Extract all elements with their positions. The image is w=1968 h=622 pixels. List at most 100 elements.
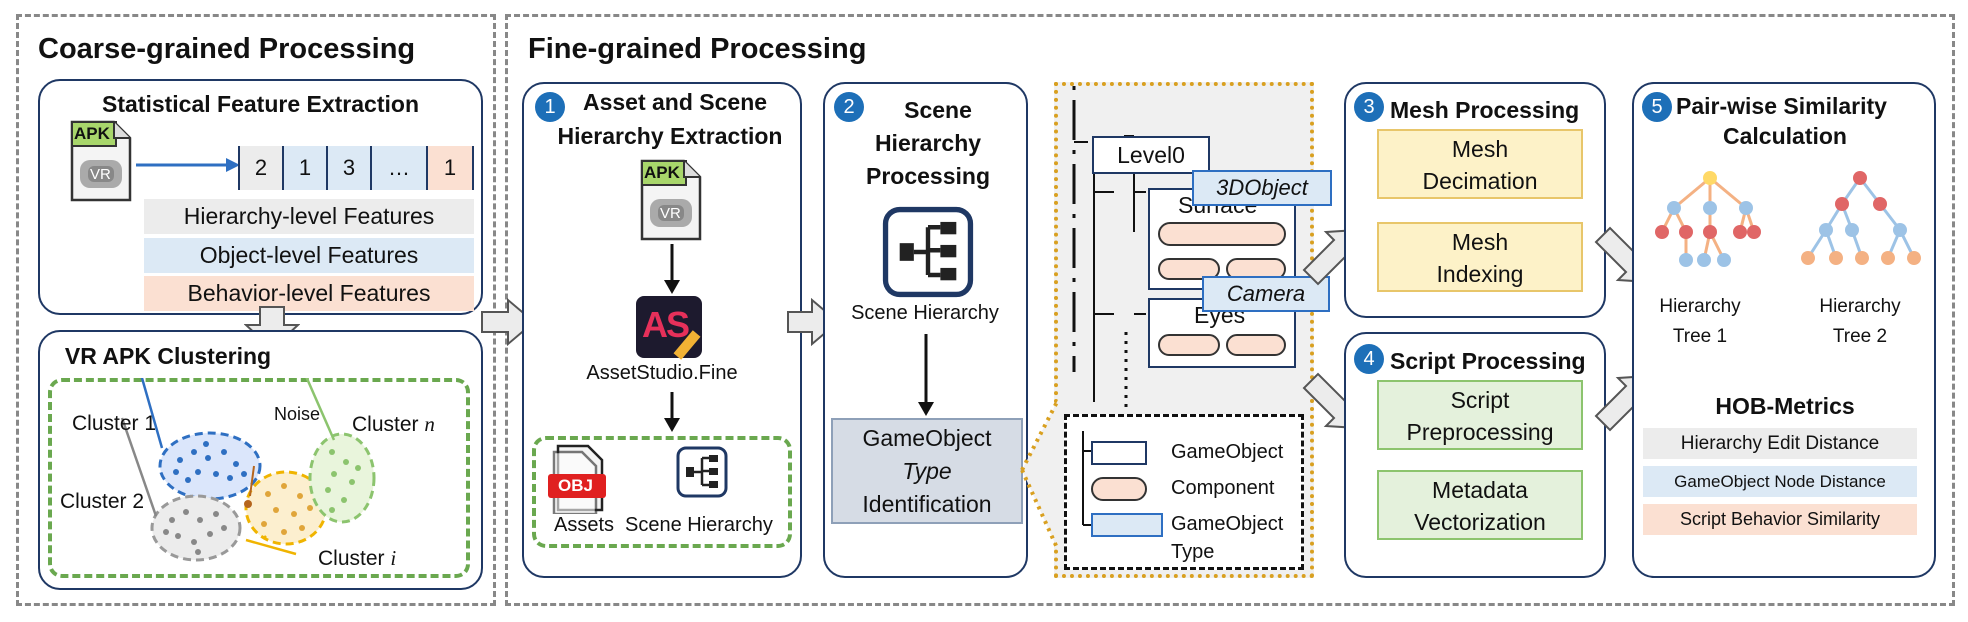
fine-frame	[505, 14, 1955, 606]
component-pill	[1158, 334, 1220, 356]
fine-title: Fine-grained Processing	[528, 33, 867, 65]
assetstudio-label: AssetStudio.Fine	[586, 362, 738, 384]
cluster-2-label: Cluster 2	[60, 490, 145, 513]
legend-gameobject-swatch	[1091, 441, 1147, 465]
clustering-title: VR APK Clustering	[64, 343, 272, 369]
coarse-title: Coarse-grained Processing	[38, 33, 416, 65]
arrow-down-icon	[918, 334, 934, 416]
noise-label: Noise	[274, 404, 321, 424]
step-3-badge: 3	[1354, 92, 1384, 122]
asset-title-line2: Hierarchy Extraction	[557, 123, 783, 149]
mesh-decimation-line2: Decimation	[1422, 168, 1538, 194]
cluster-plot	[120, 378, 376, 562]
legend-type-swatch	[1091, 513, 1163, 537]
cluster-n-var: n	[424, 412, 435, 436]
step-2-badge: 2	[834, 92, 864, 122]
vr-label: VR	[660, 205, 681, 222]
hierarchy-tree-1-icon	[1655, 171, 1761, 267]
tag-camera: Camera	[1202, 276, 1330, 312]
script-title: Script Processing	[1390, 348, 1586, 374]
scene-hierarchy-icon	[882, 206, 974, 298]
apk-vr-icon: APK VR	[638, 157, 704, 243]
scene-title-line2: Hierarchy	[874, 130, 982, 156]
mesh-title: Mesh Processing	[1390, 97, 1580, 123]
hierarchy-feature: Hierarchy-level Features	[144, 199, 474, 234]
asset-title-line1: Asset and Scene	[582, 89, 768, 115]
tree-1-line2: Tree 1	[1672, 326, 1728, 347]
legend-tree-lines	[1082, 431, 1091, 526]
type-id-line2: Type	[902, 458, 952, 484]
extraction-output-area	[532, 436, 792, 548]
mesh-indexing-box: Mesh Indexing	[1377, 222, 1583, 292]
tag-3dobject: 3DObject	[1192, 170, 1332, 206]
type-id-line3: Identification	[862, 491, 992, 517]
tag-camera-label: Camera	[1226, 281, 1306, 306]
assetstudio-logo-icon: AS	[636, 296, 702, 360]
mesh-indexing-line1: Mesh	[1451, 229, 1509, 255]
scene-title-line3: Processing	[866, 163, 990, 189]
level0-label: Level0	[1117, 142, 1185, 168]
cluster-i-label: Cluster i	[318, 546, 396, 571]
similarity-title-line2: Calculation	[1723, 123, 1847, 149]
cluster-area	[48, 378, 470, 578]
arrow-down-icon	[664, 244, 680, 294]
hob-metrics-title: HOB-Metrics	[1715, 393, 1855, 419]
tree-2-line2: Tree 2	[1832, 326, 1888, 347]
scene-hierarchy-icon	[676, 446, 728, 498]
legend-box: GameObject Component GameObject Type	[1064, 414, 1304, 570]
behavior-feature: Behavior-level Features	[144, 276, 474, 311]
mesh-indexing-line2: Indexing	[1436, 261, 1524, 287]
legend-type-line1: GameObject	[1171, 513, 1284, 535]
legend-gameobject-label: GameObject	[1171, 441, 1284, 463]
type-id-line1: GameObject	[862, 425, 992, 451]
scene-title-line1: Scene	[904, 97, 972, 123]
scene-hierarchy-label: Scene Hierarchy	[851, 302, 999, 324]
hierarchy-tree-2-icon	[1801, 171, 1921, 265]
coarse-to-fine-arrow-icon	[481, 298, 536, 346]
tree-2-line1: Hierarchy	[1819, 296, 1901, 317]
apk-label: APK	[644, 163, 680, 182]
mesh-decimation-line1: Mesh	[1451, 136, 1509, 162]
component-pill	[1226, 334, 1286, 356]
legend-type-line2: Type	[1171, 541, 1215, 563]
assets-label: Assets	[554, 514, 615, 536]
apk-label: APK	[74, 124, 110, 143]
stat-feature-title: Statistical Feature Extraction	[102, 91, 419, 117]
apk-vr-icon: APK VR	[68, 118, 134, 204]
coarse-frame	[16, 14, 496, 606]
arrow-down-icon	[664, 392, 680, 432]
obj-file-icon: OBJ	[548, 444, 612, 516]
script-preprocessing-box: Script Preprocessing	[1377, 380, 1583, 450]
clustering-panel	[38, 330, 483, 590]
metadata-vectorization-box: Metadata Vectorization	[1377, 470, 1583, 540]
cluster-i-prefix: Cluster	[318, 547, 391, 570]
cluster-i-var: i	[390, 546, 397, 570]
tree-1-line1: Hierarchy	[1659, 296, 1741, 317]
legend-component-label: Component	[1171, 477, 1275, 499]
gameobject-node-distance: GameObject Node Distance	[1643, 466, 1917, 497]
script-preprocessing-line2: Preprocessing	[1406, 419, 1554, 445]
vector-cell: 1	[284, 146, 328, 190]
mesh-decimation-box: Mesh Decimation	[1377, 129, 1583, 199]
component-pill	[1158, 258, 1220, 280]
vector-cell: 2	[240, 146, 284, 190]
cluster-1-label: Cluster 1	[72, 412, 157, 435]
script-preprocessing-line1: Script	[1450, 387, 1510, 413]
zoom-connector	[1020, 399, 1060, 551]
tag-3dobject-label: 3DObject	[1216, 175, 1308, 200]
vector-cell: …	[372, 146, 428, 190]
step-1-badge: 1	[535, 92, 565, 122]
as-logo-text: AS	[642, 304, 690, 345]
script-behavior-similarity: Script Behavior Similarity	[1643, 504, 1917, 535]
type-identification-box: GameObject Type Identification	[831, 418, 1023, 524]
step-4-badge: 4	[1354, 344, 1384, 374]
object-feature: Object-level Features	[144, 238, 474, 273]
scene-hierarchy-label: Scene Hierarchy	[625, 514, 773, 536]
obj-label: OBJ	[558, 476, 593, 495]
arrow-right-icon	[136, 158, 240, 172]
feature-vector: 2 1 3 … 1	[238, 146, 474, 190]
vr-label: VR	[90, 166, 111, 183]
level0-node: Level0	[1092, 136, 1210, 174]
step-5-badge: 5	[1642, 92, 1672, 122]
vector-cell: 1	[428, 146, 472, 190]
